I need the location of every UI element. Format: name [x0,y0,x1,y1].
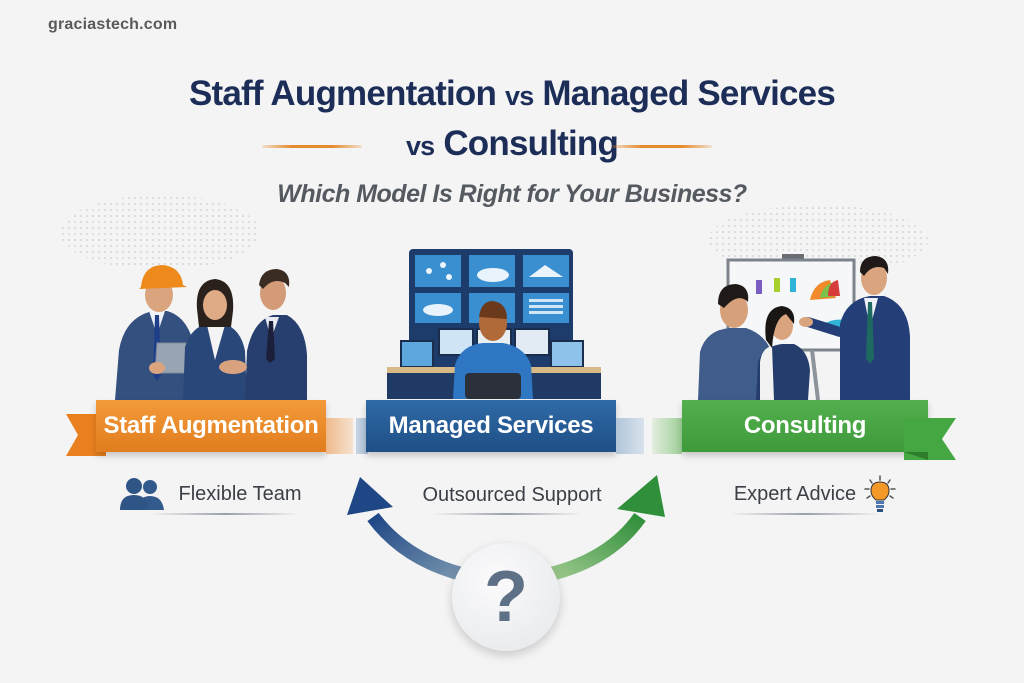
monitoring-desk-illustration [387,249,601,399]
consulting-label: Consulting [743,412,867,439]
decision-arrows [347,475,665,582]
banner-connector-blue-left [356,418,368,454]
consulting-ribbon-tail [904,418,956,460]
title-rule-left [262,145,362,148]
feature-expert-advice: Expert Advice [720,474,910,514]
feature-label-flexible-team: Flexible Team [178,482,302,505]
title-vs: vs [504,81,534,111]
title-rule-right [612,145,712,148]
staff-augmentation-label: Staff Augmentation [103,412,319,439]
arrow-right-head [617,475,665,517]
managed-services-banner: Managed Services [366,400,616,452]
feature-label-expert-advice: Expert Advice [733,482,857,505]
site-label: graciastech.com [48,16,178,33]
title-managed-services: Managed Services [542,74,835,113]
lightbulb-icon [864,475,896,512]
title-vs: vs [405,131,435,161]
page-subtitle: Which Model Is Right for Your Business? [277,180,747,208]
page-title-line2: vs Consulting [0,124,1024,164]
consulting-banner: Consulting [682,400,928,452]
managed-services-label: Managed Services [388,412,594,439]
banner-connector-blue-right [616,418,644,454]
feature-underline-left [150,513,300,515]
question-mark-icon: ? [484,557,528,637]
feature-underline-right [730,513,880,515]
feature-flexible-team: Flexible Team [110,476,310,512]
feature-label-outsourced-support: Outsourced Support [422,483,602,506]
decision-question-circle: ? [452,543,560,651]
feature-underline-center [432,513,582,515]
users-icon [120,478,165,510]
world-map-dots-left [60,195,260,270]
presentation-illustration [698,254,910,400]
banner-connector-orange [326,418,353,454]
team-handshake-illustration [115,265,307,400]
title-staff-augmentation: Staff Augmentation [188,74,497,113]
banner-connector-green [652,418,682,454]
title-consulting: Consulting [443,124,619,163]
page-title-line1: Staff Augmentation vs Managed Services [0,74,1024,114]
feature-outsourced-support: Outsourced Support [402,480,622,510]
arrow-left-head [347,477,393,515]
staff-augmentation-banner: Staff Augmentation [96,400,326,452]
